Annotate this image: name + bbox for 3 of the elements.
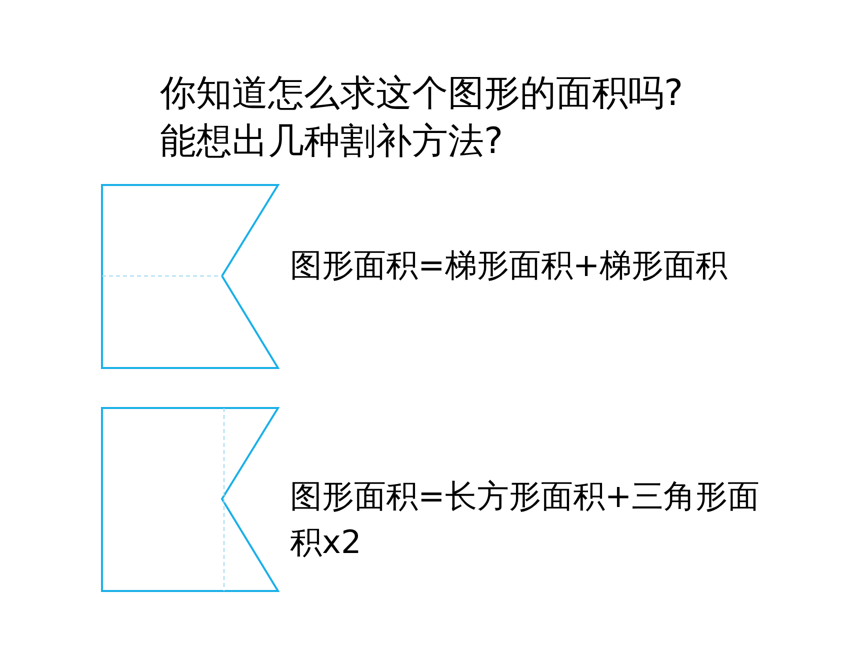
question-text: 你知道怎么求这个图形的面积吗?能想出几种割补方法? xyxy=(160,72,684,164)
area-formula: 图形面积=长方形面积+三角形面积x2 xyxy=(290,476,761,563)
area-formula: 图形面积=梯形面积+梯形面积 xyxy=(290,245,729,286)
